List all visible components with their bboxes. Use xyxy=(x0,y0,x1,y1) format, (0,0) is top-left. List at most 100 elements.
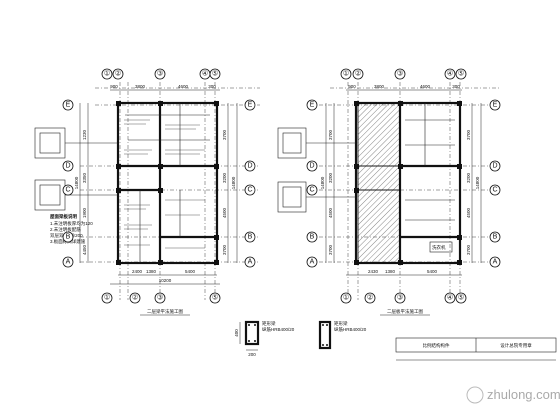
dimension-text: 5400 xyxy=(427,269,438,274)
axis-label: C xyxy=(247,187,252,194)
slab-hatched xyxy=(357,165,401,191)
legend-line: 2.未注明板配筋 xyxy=(50,226,81,233)
balcony-inner xyxy=(39,184,61,206)
dimension-text: 4600 xyxy=(178,84,189,89)
exterior-wall xyxy=(354,101,462,265)
column xyxy=(398,164,403,169)
dimension-text: 3800 xyxy=(135,84,146,89)
column xyxy=(158,164,163,169)
detail-note: 纵筋HRB400/20 xyxy=(334,326,367,333)
axis-label: C xyxy=(492,187,497,194)
axis-bubble xyxy=(444,68,456,80)
axis-label: ② xyxy=(132,295,138,302)
axis-bubble xyxy=(244,99,256,111)
axis-label: D xyxy=(492,163,497,170)
axis-label: ① xyxy=(343,70,349,78)
column xyxy=(158,188,163,193)
rebar-dot xyxy=(254,324,256,326)
axis-bubble xyxy=(340,68,352,80)
balcony-inner xyxy=(282,132,302,154)
axis-label: ③ xyxy=(157,294,163,302)
axis-bubble xyxy=(364,292,376,304)
dimension-total: 14800 xyxy=(320,176,325,189)
axis-label: ③ xyxy=(157,70,163,78)
dimension-text: 1230 xyxy=(82,129,87,140)
axis-label: ① xyxy=(104,294,110,302)
rebar-dot xyxy=(248,324,250,326)
axis-label: ⑤ xyxy=(458,70,464,78)
axis-bubble xyxy=(394,292,406,304)
dimension-text: 4600 xyxy=(420,84,431,89)
dimension-total: 10200 xyxy=(159,278,172,283)
axis-label: ② xyxy=(115,71,121,78)
title-block-cell: 比例结构构件 xyxy=(423,342,450,349)
axis-bubble xyxy=(112,68,124,80)
dimension-text: 3200 xyxy=(328,172,333,183)
title-block: 比例结构构件 设计总院专用章 xyxy=(395,337,557,361)
row-axis-bubbles-right: E D C B A xyxy=(244,99,256,268)
axis-bubble xyxy=(154,68,166,80)
dimension-total: 14800 xyxy=(74,176,79,189)
balcony-outline xyxy=(277,181,307,213)
dimension-text: 3700 xyxy=(222,129,227,140)
dimension-total: 14800 xyxy=(231,176,236,189)
axis-bubble xyxy=(62,160,74,172)
bottom-axis-bubbles: ① ② ③ ⑤ xyxy=(101,292,221,304)
column xyxy=(457,235,462,240)
column xyxy=(354,164,359,169)
dimension-text: 1380 xyxy=(385,269,396,274)
rebar-dot xyxy=(254,340,256,342)
axis-label: ③ xyxy=(397,294,403,302)
axis-label: ① xyxy=(343,294,349,302)
room-label: 洗衣机 xyxy=(432,244,446,251)
row-axis-bubbles-right: E D C B A xyxy=(489,99,501,268)
column xyxy=(457,164,462,169)
axis-bubble xyxy=(244,160,256,172)
section-detail-1: 400 200 矩形梁 纵筋HRB400/20 xyxy=(234,320,295,357)
column xyxy=(158,101,163,106)
dimension-text: 2430 xyxy=(368,269,379,274)
bottom-axis-bubbles: ① ② ③ ④ ⑤ xyxy=(340,292,467,304)
axis-label: ⑤ xyxy=(212,294,218,302)
axis-label: D xyxy=(247,163,252,170)
axis-label: B xyxy=(493,234,498,241)
axis-bubble xyxy=(209,68,221,80)
axis-bubble xyxy=(455,292,467,304)
axis-label: B xyxy=(310,234,315,241)
axis-bubble xyxy=(209,292,221,304)
axis-bubble xyxy=(489,184,501,196)
dimension-text: 3200 xyxy=(222,172,227,183)
slab-hatched xyxy=(357,189,401,264)
axis-label: A xyxy=(493,259,498,266)
dimension-total: 14800 xyxy=(475,176,480,189)
axis-bubble xyxy=(489,160,501,172)
axis-label: ① xyxy=(104,70,110,78)
axis-label: C xyxy=(309,187,314,194)
axis-label: A xyxy=(248,259,253,266)
left-floor-plan: 屋面梁板说明 1.未注明板厚均为120 2.未注明板配筋 双层双向8@200 3… xyxy=(34,68,260,316)
beam-section xyxy=(244,320,260,346)
axis-label: E xyxy=(310,102,315,109)
row-axis-bubbles-left: E D C B A xyxy=(306,99,318,268)
axis-label: ③ xyxy=(397,70,403,78)
column xyxy=(398,260,403,265)
column xyxy=(457,101,462,106)
slab-hatched xyxy=(357,102,401,167)
detail-note: 纵筋HRB400/20 xyxy=(262,326,295,333)
watermark: zhulong.com xyxy=(466,386,560,404)
column xyxy=(354,101,359,106)
axis-bubble xyxy=(306,256,318,268)
axis-bubble xyxy=(154,292,166,304)
column xyxy=(116,101,121,106)
axis-bubble xyxy=(306,231,318,243)
column xyxy=(116,164,121,169)
axis-label: D xyxy=(65,163,70,170)
axis-bubble xyxy=(129,292,141,304)
axis-bubble xyxy=(306,160,318,172)
dimension-text: 1900 xyxy=(82,207,87,218)
axis-label: ② xyxy=(355,71,361,78)
rebar-dot xyxy=(248,340,250,342)
detail-note: 矩形梁 xyxy=(334,320,348,327)
axis-bubble xyxy=(244,231,256,243)
